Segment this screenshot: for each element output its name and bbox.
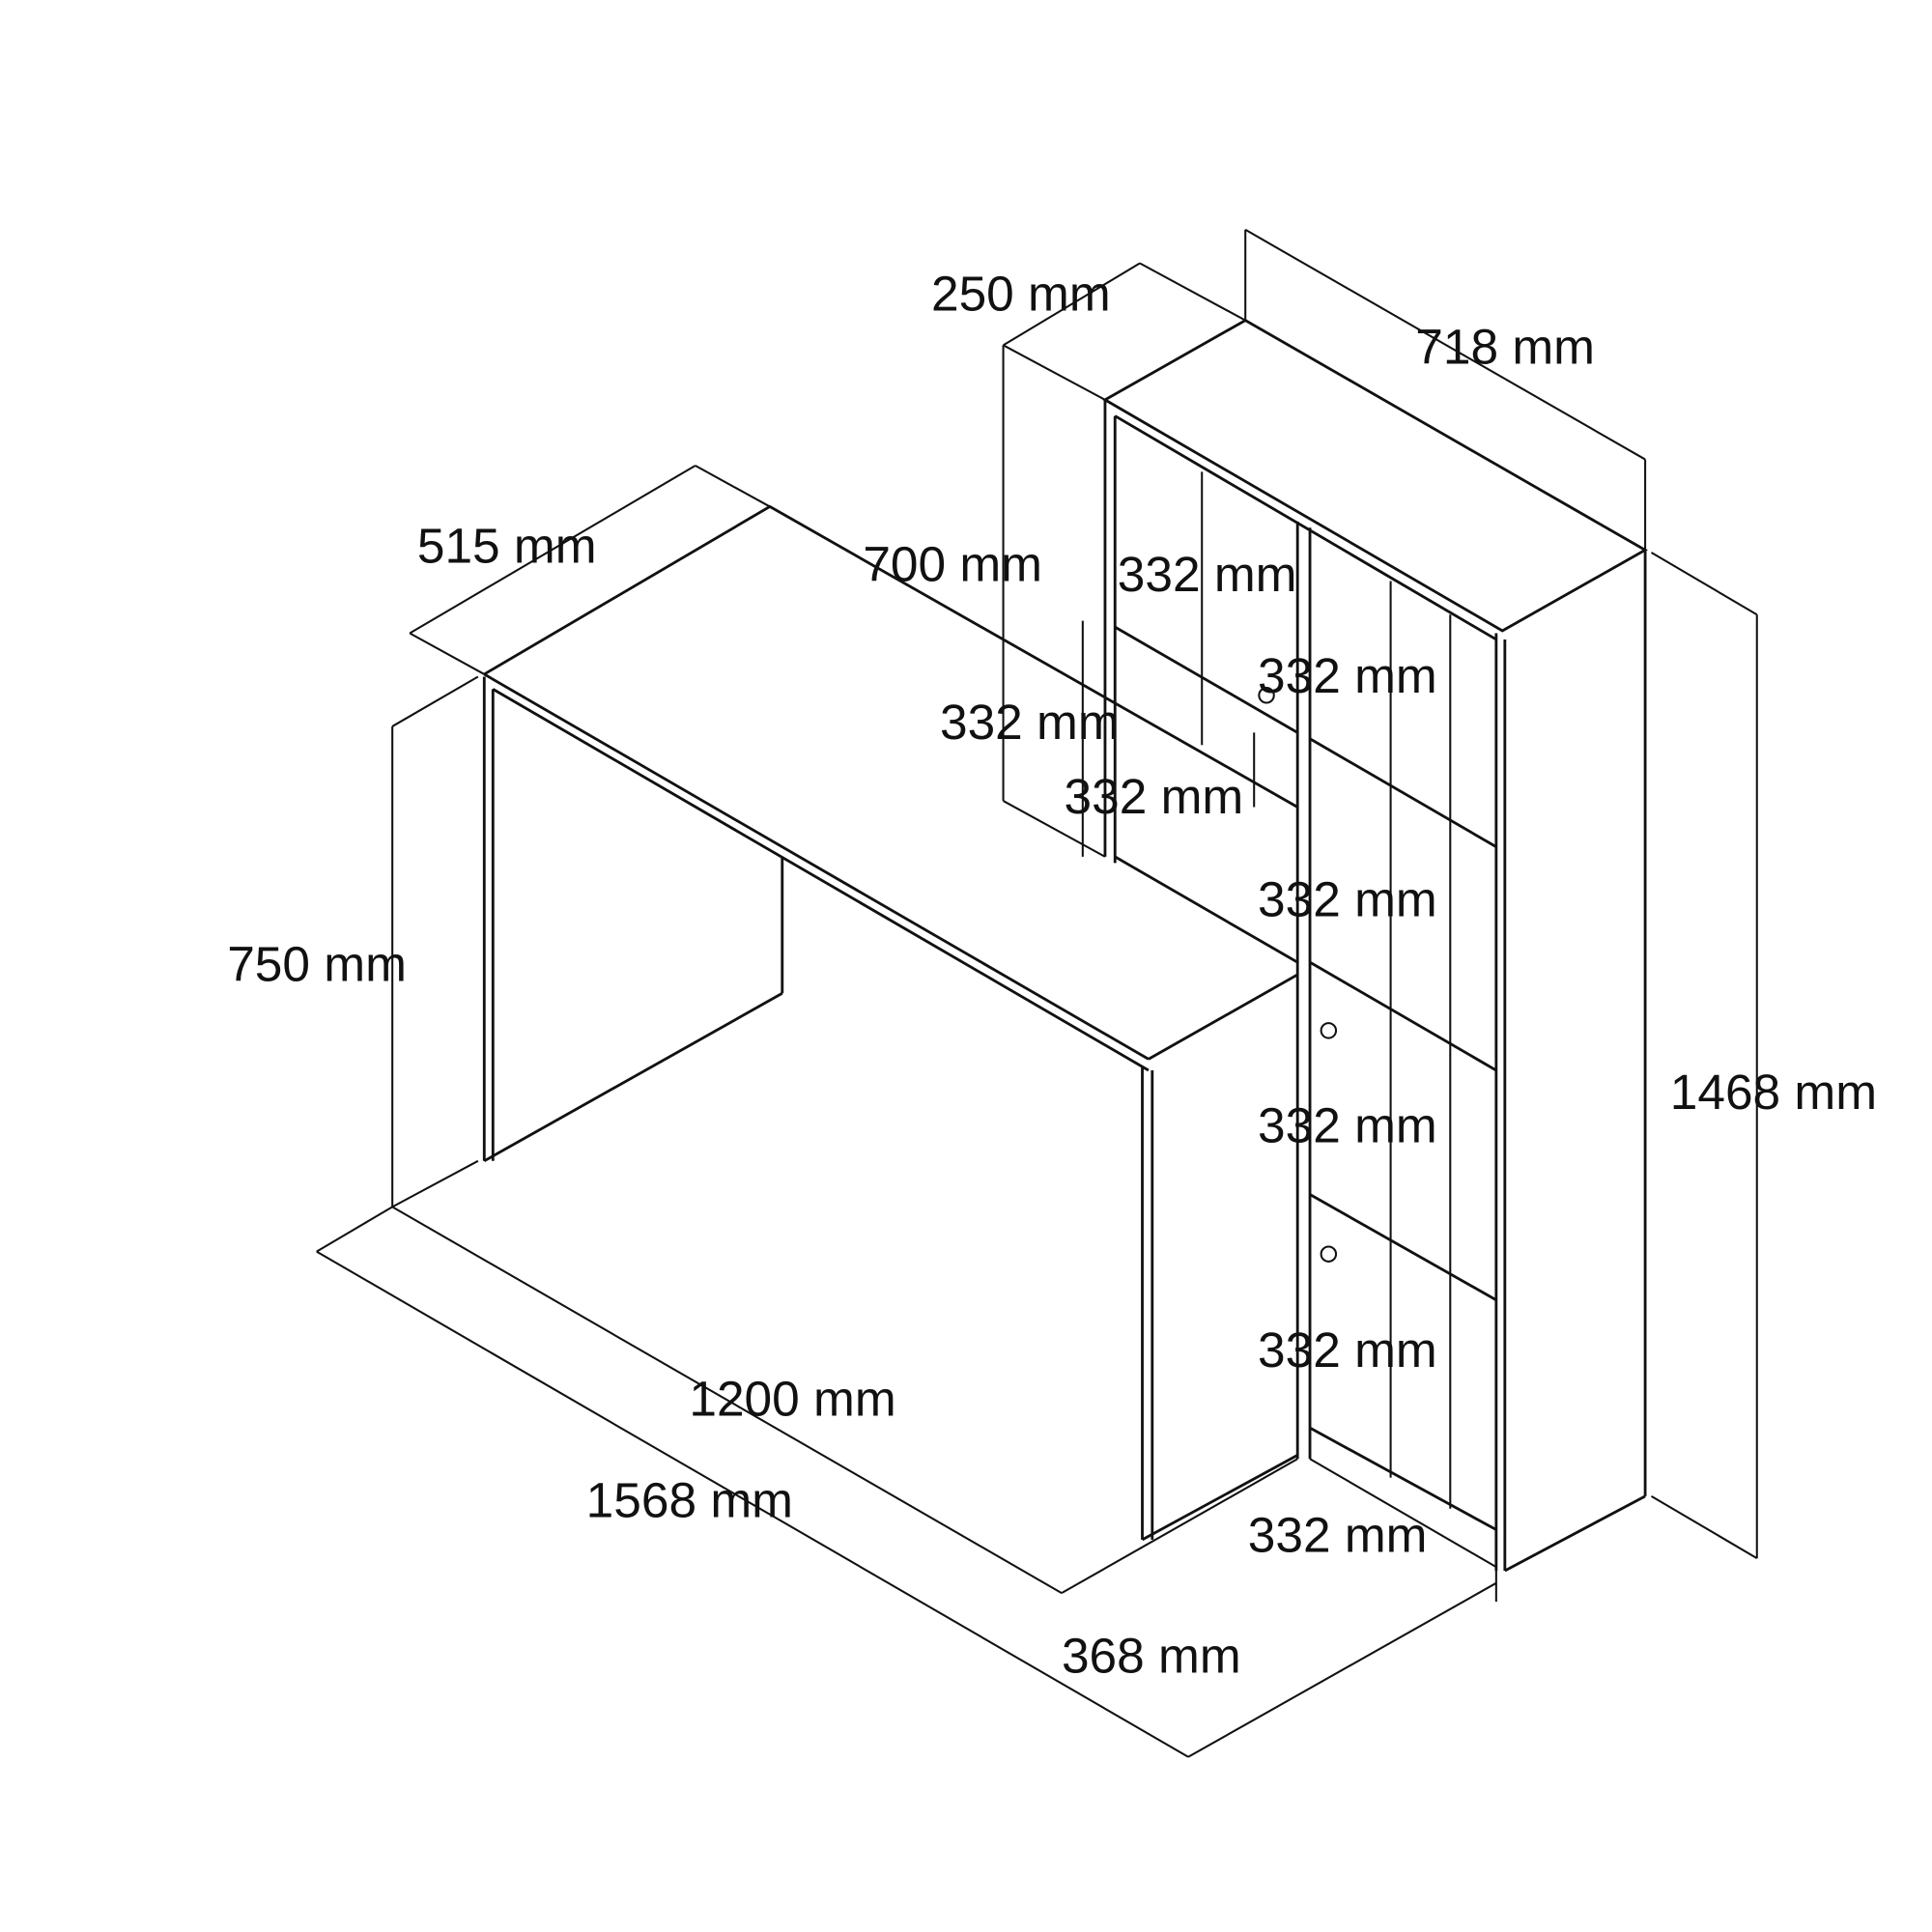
shelf — [1114, 855, 1298, 964]
desk-right-edge — [1148, 973, 1298, 1061]
bookcase-drawing — [1102, 318, 1648, 1573]
dim-line-515 — [409, 465, 696, 635]
dimension-labels: 250 mm 718 mm 515 mm 700 mm 332 mm 332 m… — [227, 265, 1877, 1683]
label-332: 332 mm — [1258, 1321, 1437, 1378]
label-1200: 1200 mm — [689, 1370, 895, 1426]
shelf — [1309, 1426, 1497, 1531]
dim-line-250 — [1003, 262, 1141, 347]
right-leg-bottom — [1141, 1454, 1298, 1542]
desk-drawing — [482, 504, 1298, 1542]
label-332: 332 mm — [1248, 1507, 1428, 1563]
shelf — [1309, 737, 1497, 848]
shelf — [1114, 625, 1298, 734]
dimension-lines — [316, 228, 1758, 1758]
dim-line-332-bottom — [1309, 1458, 1497, 1568]
label-332: 332 mm — [1258, 1097, 1437, 1153]
bookcase-top-thickness — [1114, 414, 1497, 641]
label-332: 332 mm — [940, 694, 1120, 750]
label-1468: 1468 mm — [1670, 1064, 1877, 1120]
label-515: 515 mm — [417, 517, 597, 573]
shelf — [1309, 1193, 1497, 1301]
dim-line-1568 — [316, 1250, 1189, 1758]
label-332: 332 mm — [1258, 871, 1437, 927]
label-1568: 1568 mm — [586, 1472, 793, 1528]
door-knob-icon — [1320, 1245, 1338, 1263]
dim-line-368 — [1187, 1581, 1497, 1758]
desk-front-edge — [483, 672, 1150, 1061]
dim-ext — [391, 1159, 479, 1208]
dim-ext — [1003, 344, 1106, 401]
dim-ext — [1139, 262, 1246, 322]
label-700: 700 mm — [863, 536, 1042, 592]
bookcase-bottom — [1504, 1494, 1646, 1573]
label-332: 332 mm — [1118, 546, 1297, 602]
label-368: 368 mm — [1062, 1627, 1241, 1683]
dim-ext — [1650, 552, 1758, 616]
desk-top-thickness — [492, 688, 1150, 1072]
dim-ext — [695, 465, 771, 508]
door-knob-icon — [1320, 1022, 1338, 1039]
label-332: 332 mm — [1065, 768, 1244, 824]
dim-ext — [1003, 800, 1106, 858]
dim-ext — [316, 1206, 393, 1253]
label-250: 250 mm — [931, 265, 1111, 321]
door-knob-icon — [1258, 687, 1275, 704]
dim-ext — [1650, 1494, 1758, 1559]
shelf — [1309, 960, 1497, 1072]
label-332: 332 mm — [1258, 647, 1437, 703]
dim-line-1200 — [391, 1206, 1063, 1594]
dim-line-718 — [1244, 228, 1646, 461]
dim-ext — [1061, 1458, 1298, 1594]
label-750: 750 mm — [227, 935, 407, 991]
label-718: 718 mm — [1415, 319, 1595, 375]
dim-ext — [409, 632, 485, 675]
left-leg-bottom — [483, 992, 783, 1163]
dim-ext — [391, 675, 479, 727]
